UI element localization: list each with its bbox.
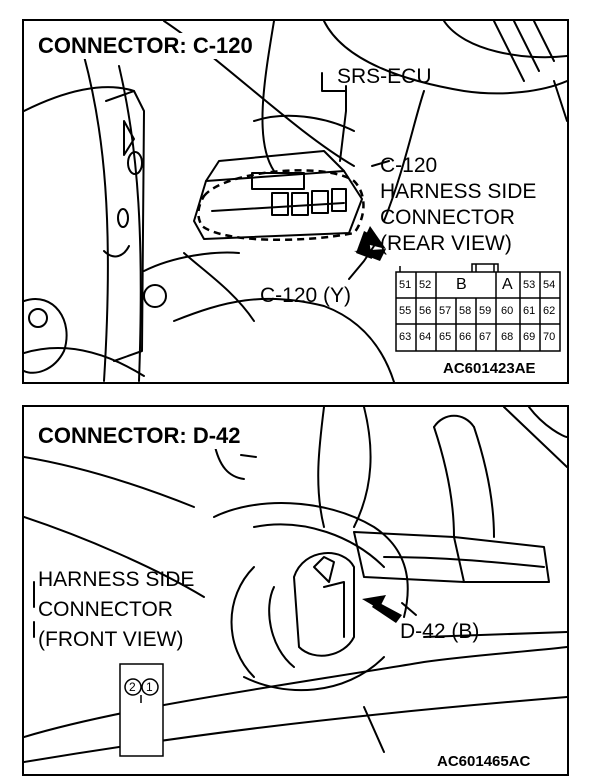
pin-label: 63 (399, 331, 412, 343)
connector-c120-panel: CONNECTOR: C-120 SRS-ECU C-120 HARNESS S… (22, 19, 569, 384)
pin-label: 53 (523, 279, 536, 291)
page-title: CONNECTOR: D-42 (34, 423, 245, 449)
pin-label: 1 (146, 680, 153, 694)
pin-label: 69 (523, 331, 536, 343)
pin-label: 70 (543, 331, 556, 343)
key-label-a: A (502, 276, 513, 293)
pin-label: 67 (479, 331, 492, 343)
pin-label: 55 (399, 305, 412, 317)
pin-label: 56 (419, 305, 432, 317)
connector-ref-label: D-42 (B) (400, 620, 480, 643)
pin-label: 64 (419, 331, 432, 343)
callout-line-2: CONNECTOR (38, 598, 173, 621)
pin-label: 51 (399, 279, 412, 291)
figure-code: AC601465AC (437, 753, 531, 770)
pin-label: 68 (501, 331, 514, 343)
callout-line-1: HARNESS SIDE (38, 568, 195, 591)
pin-label: 61 (523, 305, 536, 317)
pin-label: 66 (459, 331, 472, 343)
callout-line-3: CONNECTOR (380, 206, 515, 229)
callout-line-1: C-120 (380, 154, 438, 177)
pin-label: 58 (459, 305, 472, 317)
figure-code: AC601423AE (443, 360, 536, 377)
srs-ecu-label: SRS-ECU (337, 65, 432, 88)
callout-line-2: HARNESS SIDE (380, 180, 537, 203)
pin-label: 2 (129, 680, 136, 694)
pin-label: 62 (543, 305, 556, 317)
c120-line-drawing (24, 21, 567, 382)
page-title: CONNECTOR: C-120 (34, 33, 257, 59)
key-label-b: B (456, 276, 467, 293)
pin-label: 54 (543, 279, 556, 291)
view-direction-arrow-icon (362, 595, 402, 623)
pin-label: 65 (439, 331, 452, 343)
pin-label: 52 (419, 279, 432, 291)
callout-line-4: (REAR VIEW) (380, 232, 512, 255)
pin-label: 57 (439, 305, 452, 317)
pin-label: 59 (479, 305, 492, 317)
pin-label: 60 (501, 305, 514, 317)
connector-d42-panel: CONNECTOR: D-42 HARNESS SIDE CONNECTOR (… (22, 405, 569, 776)
view-direction-arrow-icon (354, 226, 386, 261)
d42-line-drawing (24, 407, 567, 763)
connector-ref-label: C-120 (Y) (260, 284, 352, 307)
callout-line-3: (FRONT VIEW) (38, 628, 184, 651)
